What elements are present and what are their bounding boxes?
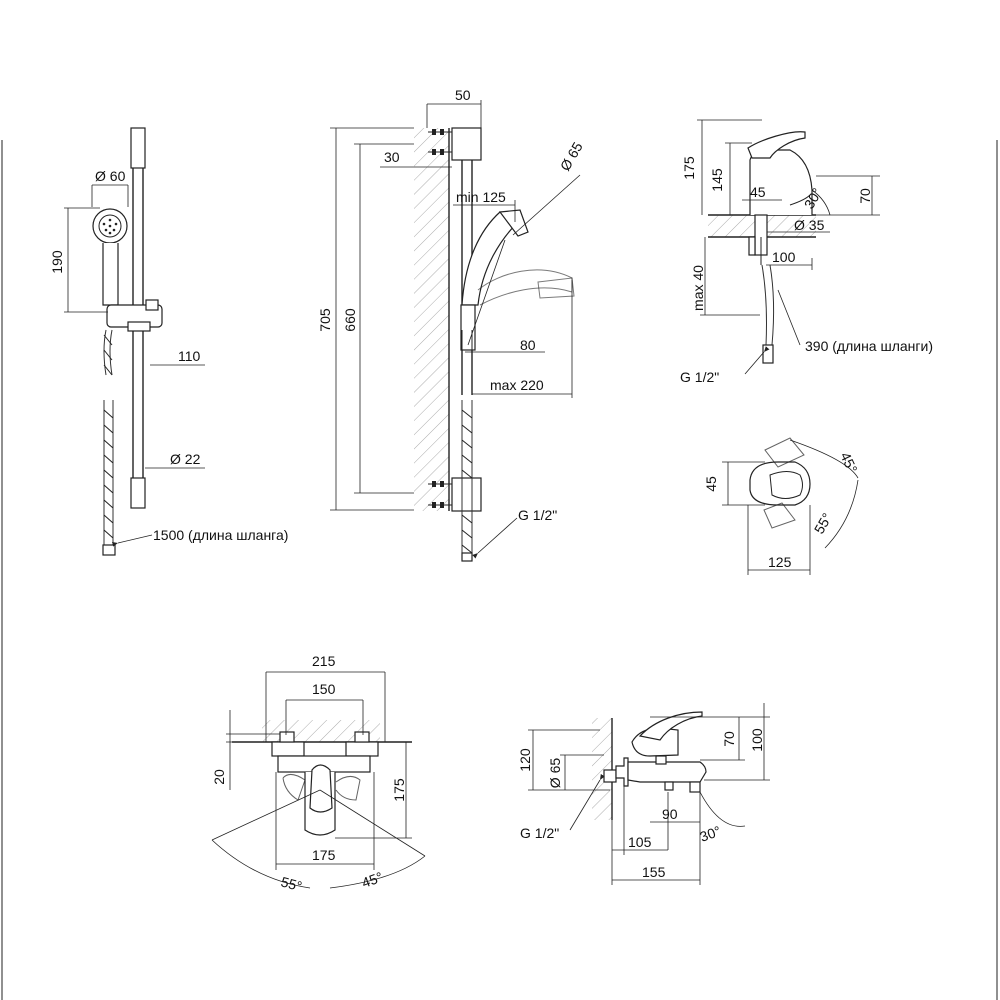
basin-lever xyxy=(747,131,806,159)
shower-head-diameter-label: Ø 60 xyxy=(95,168,126,184)
basin-hose-length-label: 390 (длина шланги) xyxy=(805,338,933,354)
handheld-shower xyxy=(461,211,519,306)
rail-depth-label: 50 xyxy=(455,87,471,103)
bath-side-90-label: 90 xyxy=(662,806,678,822)
bath-side-105-label: 105 xyxy=(628,834,652,850)
shower-hose-length-label: 1500 (длина шланга) xyxy=(153,527,288,543)
basin-top-45-label: 45 xyxy=(703,476,719,492)
bath-side-angle-30-label: 30° xyxy=(698,823,723,845)
holder-clip xyxy=(460,304,476,351)
shower-head-65-label: Ø 65 xyxy=(557,139,586,173)
basin-top-body xyxy=(749,461,811,506)
bath-angle-55-label: 55° xyxy=(279,873,304,894)
bath-width-215-label: 215 xyxy=(312,653,336,669)
bath-mixer-side xyxy=(528,703,770,885)
top-bracket xyxy=(451,127,482,161)
shower-thread-label: G 1/2" xyxy=(518,507,557,523)
bath-height-175-label: 175 xyxy=(391,778,407,802)
left-eccentric xyxy=(271,741,305,757)
min-125-label: min 125 xyxy=(456,189,506,205)
basin-height-70-label: 70 xyxy=(857,188,873,204)
bath-side-wall xyxy=(592,718,612,820)
bath-angle-45-label: 45° xyxy=(360,869,385,891)
wall-hatch xyxy=(414,128,449,511)
hose xyxy=(103,400,114,545)
rail-top-cap xyxy=(130,127,146,169)
shower-set-front xyxy=(64,127,205,556)
bath-width-175-label: 175 xyxy=(312,847,336,863)
bath-mixer-front xyxy=(211,671,426,889)
basin-thread-label: G 1/2" xyxy=(680,369,719,385)
bath-side-eccentric xyxy=(615,757,629,787)
height-660-label: 660 xyxy=(342,308,358,332)
shower-rail-side xyxy=(330,100,581,562)
bath-side-65-label: Ø 65 xyxy=(547,758,563,789)
max-220-label: max 220 xyxy=(490,377,544,393)
bath-side-100-label: 100 xyxy=(749,728,765,752)
bath-side-body xyxy=(627,761,707,783)
basin-top-angle-45-label: 45° xyxy=(837,450,860,476)
bottom-bracket xyxy=(451,477,482,512)
offset-30-label: 30 xyxy=(384,149,400,165)
bath-lever xyxy=(309,764,333,813)
shower-head-height-label: 190 xyxy=(49,250,65,274)
holder-offset-label: 110 xyxy=(178,348,201,364)
bath-height-20-label: 20 xyxy=(211,769,227,785)
outlet xyxy=(689,781,701,793)
rail-bottom-cap xyxy=(130,477,146,509)
height-705-label: 705 xyxy=(317,308,333,332)
bath-side-155-label: 155 xyxy=(642,864,666,880)
right-eccentric xyxy=(345,741,379,757)
basin-base-diameter-label: Ø 35 xyxy=(794,217,825,233)
basin-depth-100-label: 100 xyxy=(772,249,796,265)
bath-side-lever xyxy=(638,711,703,741)
basin-mixer-top xyxy=(722,437,859,575)
basin-spout-45-label: 45 xyxy=(750,184,766,200)
bath-side-70-label: 70 xyxy=(721,731,737,747)
bath-side-thread-label: G 1/2" xyxy=(520,825,559,841)
basin-height-145-label: 145 xyxy=(709,168,725,192)
rail-diameter-label: Ø 22 xyxy=(170,451,201,467)
basin-top-125-label: 125 xyxy=(768,554,792,570)
basin-mixer-side xyxy=(697,119,880,375)
shower-handle xyxy=(102,243,119,306)
bath-side-120-label: 120 xyxy=(517,748,533,772)
basin-top-angle-55-label: 55° xyxy=(811,510,835,536)
basin-max-40-label: max 40 xyxy=(690,265,706,311)
bath-width-150-label: 150 xyxy=(312,681,336,697)
basin-hose xyxy=(761,264,767,346)
angle-80-label: 80 xyxy=(520,337,536,353)
basin-height-175-label: 175 xyxy=(681,156,697,180)
